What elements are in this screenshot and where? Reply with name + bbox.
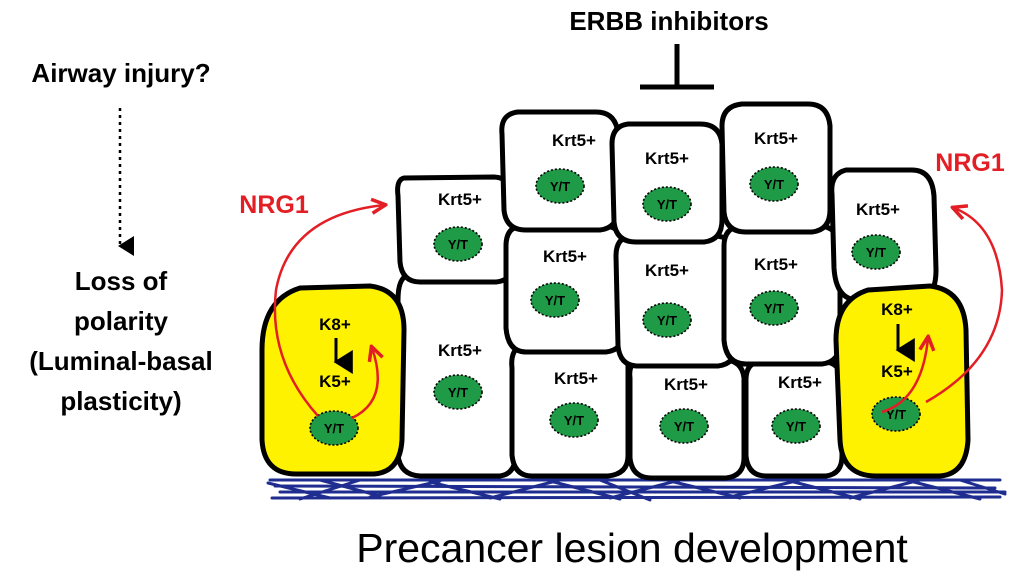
diagram-caption: Precancer lesion development: [356, 525, 908, 571]
luminal-cell-right: [833, 283, 971, 479]
krt5-label-1: Krt5+: [438, 190, 482, 209]
basal-cell-8-nucleus: [851, 234, 901, 270]
airway-injury-label: Airway injury?: [31, 58, 210, 88]
basal-cell-7-nucleus: [749, 290, 799, 326]
basal-cell-9-nucleus: [433, 374, 483, 410]
loss-of-polarity-line-2: polarity: [74, 306, 168, 336]
nrg1-left-paracrine-arrow: [273, 205, 384, 417]
nrg1-right-autocrine-arrow: [881, 338, 928, 414]
basal-cell-12-nucleus-label: Y/T: [786, 419, 806, 434]
luminal-left-from-label: K8+: [319, 315, 351, 334]
nrg1-left-label: NRG1: [239, 191, 309, 219]
basal-cell-12-nucleus: [771, 408, 821, 444]
basal-cell-11-nucleus-label: Y/T: [674, 419, 694, 434]
krt5-label-group: Krt5+ Krt5+ Krt5+ Krt5+ Krt5+ Krt5+ Krt5+ Krt5+…: [438, 129, 900, 394]
krt5-label-5: Krt5+: [543, 247, 587, 266]
basal-cell-2-nucleus-label: Y/T: [550, 179, 570, 194]
krt5-label-10: Krt5+: [554, 369, 598, 388]
loss-of-polarity-line-3: (Luminal-basal: [29, 346, 212, 376]
basal-cell-9-nucleus-label: Y/T: [448, 385, 468, 400]
luminal-right-nucleus: [871, 396, 921, 432]
luminal-right-to-label: K5+: [881, 362, 913, 381]
basement-membrane: [266, 478, 1007, 502]
basal-cell-5-nucleus: [530, 282, 580, 318]
basal-cell-10-nucleus-label: Y/T: [564, 413, 584, 428]
krt5-label-9: Krt5+: [438, 341, 482, 360]
nucleus-group: Y/T Y/T Y/T Y/T Y/T Y/T Y/T Y/T Y/T Y/T Y/T Y/T Y/T Y…: [309, 166, 921, 446]
basal-cell-7-nucleus-label: Y/T: [764, 301, 784, 316]
basal-cell-6-nucleus-label: Y/T: [657, 313, 677, 328]
krt5-label-8: Krt5+: [856, 200, 900, 219]
basal-cell-middle-3: [613, 233, 739, 369]
loss-of-polarity-line-1: Loss of: [75, 266, 168, 296]
basal-cell-10-nucleus: [549, 402, 599, 438]
krt5-label-2: Krt5+: [552, 131, 596, 150]
basal-cell-5-nucleus-label: Y/T: [545, 293, 565, 308]
luminal-left-nucleus-label: Y/T: [324, 421, 344, 436]
luminal-right-from-label: K8+: [881, 300, 913, 319]
inhibition-tbar-icon: [640, 44, 714, 90]
loss-of-polarity-line-4: plasticity): [60, 386, 181, 416]
luminal-left-to-label: K5+: [319, 372, 351, 391]
nrg1-right-paracrine-arrow: [925, 208, 1004, 404]
erbb-inhibitor-label: ERBB inhibitors: [569, 6, 768, 36]
luminal-cell-left: [259, 283, 407, 477]
krt5-label-4: Krt5+: [754, 129, 798, 148]
basal-cell-6-nucleus: [642, 302, 692, 338]
basal-cell-1-nucleus-label: Y/T: [448, 237, 468, 252]
krt5-label-7: Krt5+: [754, 255, 798, 274]
basal-cell-3-nucleus: [642, 186, 692, 222]
basal-cell-4-nucleus: [749, 166, 799, 202]
basal-cell-right: [829, 167, 939, 303]
basal-cell-4-nucleus-label: Y/T: [764, 177, 784, 192]
krt5-label-6: Krt5+: [645, 261, 689, 280]
nrg1-signal-arrows: [273, 205, 1004, 420]
basal-cell-11-nucleus: [659, 408, 709, 444]
basal-cell-8-nucleus-label: Y/T: [866, 245, 886, 260]
luminal-left-nucleus: [309, 410, 359, 446]
nrg1-left-autocrine-arrow: [351, 348, 378, 420]
krt5-label-12: Krt5+: [778, 373, 822, 392]
krt5-label-3: Krt5+: [645, 149, 689, 168]
basal-cell-2-nucleus: [535, 168, 585, 204]
luminal-right-nucleus-label: Y/T: [886, 407, 906, 422]
krt5-label-11: Krt5+: [664, 375, 708, 394]
nrg1-right-label: NRG1: [935, 149, 1005, 177]
basal-cell-1-nucleus: [433, 226, 483, 262]
basal-cell-top-2: [609, 121, 725, 245]
basal-cell-3-nucleus-label: Y/T: [657, 197, 677, 212]
